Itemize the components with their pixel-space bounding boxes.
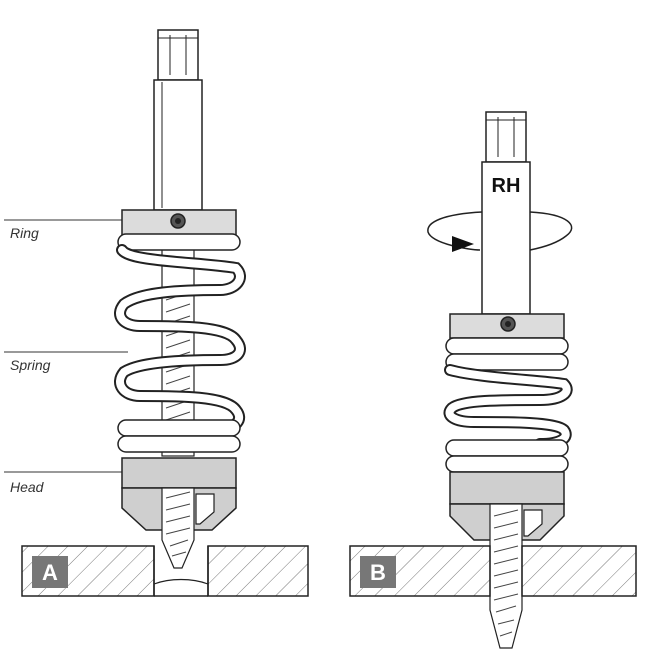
- rotation-direction-label: RH: [492, 175, 521, 197]
- spring-a: [114, 233, 246, 453]
- ring-a: [121, 209, 237, 237]
- shaft-b-square-drive: [485, 111, 527, 163]
- panel-badge-a: A: [32, 556, 68, 588]
- head-a: [121, 457, 237, 531]
- assembly-a: Ring Spring Hea: [4, 29, 309, 597]
- tap-b: [489, 503, 523, 649]
- shaft-a-square-drive: [157, 29, 199, 81]
- workpiece-b: [349, 545, 637, 597]
- panel-label-a: A: [42, 560, 58, 585]
- panel-badge-b: B: [360, 556, 396, 588]
- shaft-a: [153, 79, 203, 211]
- tap-a-tip: [161, 487, 195, 569]
- shaft-b: [481, 161, 531, 315]
- assembly-b: RH: [349, 111, 637, 649]
- panel-label-b: B: [370, 560, 386, 585]
- rotation-arrow-icon: [427, 211, 573, 252]
- head-label: Head: [10, 479, 45, 495]
- spring-b: [443, 337, 573, 473]
- ring-b: [449, 313, 565, 339]
- spring-label: Spring: [10, 357, 51, 373]
- ring-label: Ring: [10, 225, 39, 241]
